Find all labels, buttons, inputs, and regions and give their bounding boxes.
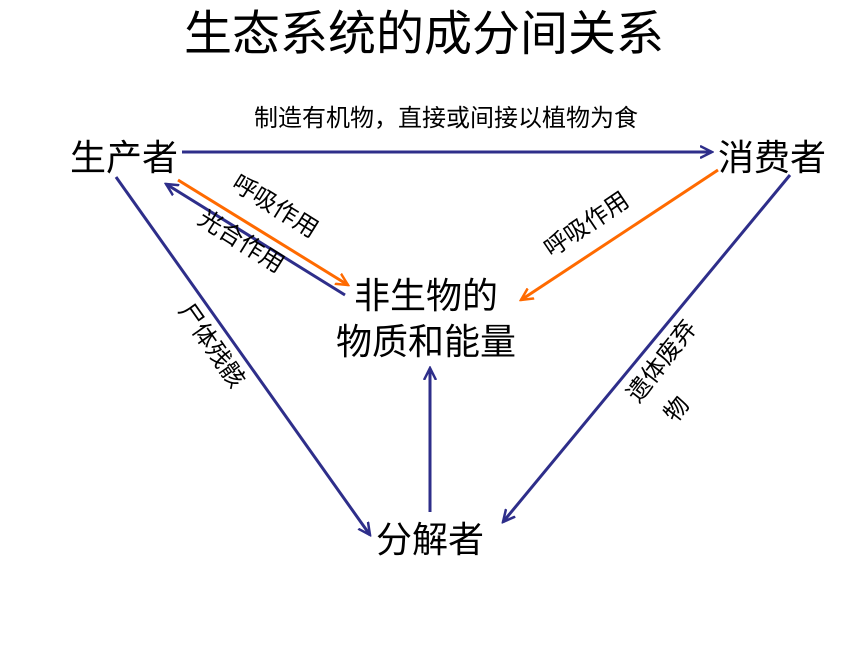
arrow-photosynthesis (166, 184, 346, 297)
label-consumer-waste-line2: 物 (658, 391, 695, 427)
arrow-producer-respiration (177, 178, 348, 285)
node-consumer: 消费者 (718, 138, 826, 179)
label-consumer-respiration: 呼吸作用 (539, 186, 634, 263)
node-abiotic-line2: 物质和能量 (336, 322, 516, 363)
node-decomposer: 分解者 (376, 520, 484, 561)
diagram-title: 生态系统的成分间关系 (184, 6, 664, 62)
arrow-producer-to-decomposer (114, 176, 370, 535)
label-producer-to-consumer: 制造有机物，直接或间接以植物为食 (254, 104, 638, 132)
node-abiotic-line1: 非生物的 (354, 276, 498, 317)
node-producer: 生产者 (70, 138, 178, 179)
arrow-consumer-to-decomposer (503, 174, 792, 522)
arrow-consumer-respiration (521, 168, 719, 300)
